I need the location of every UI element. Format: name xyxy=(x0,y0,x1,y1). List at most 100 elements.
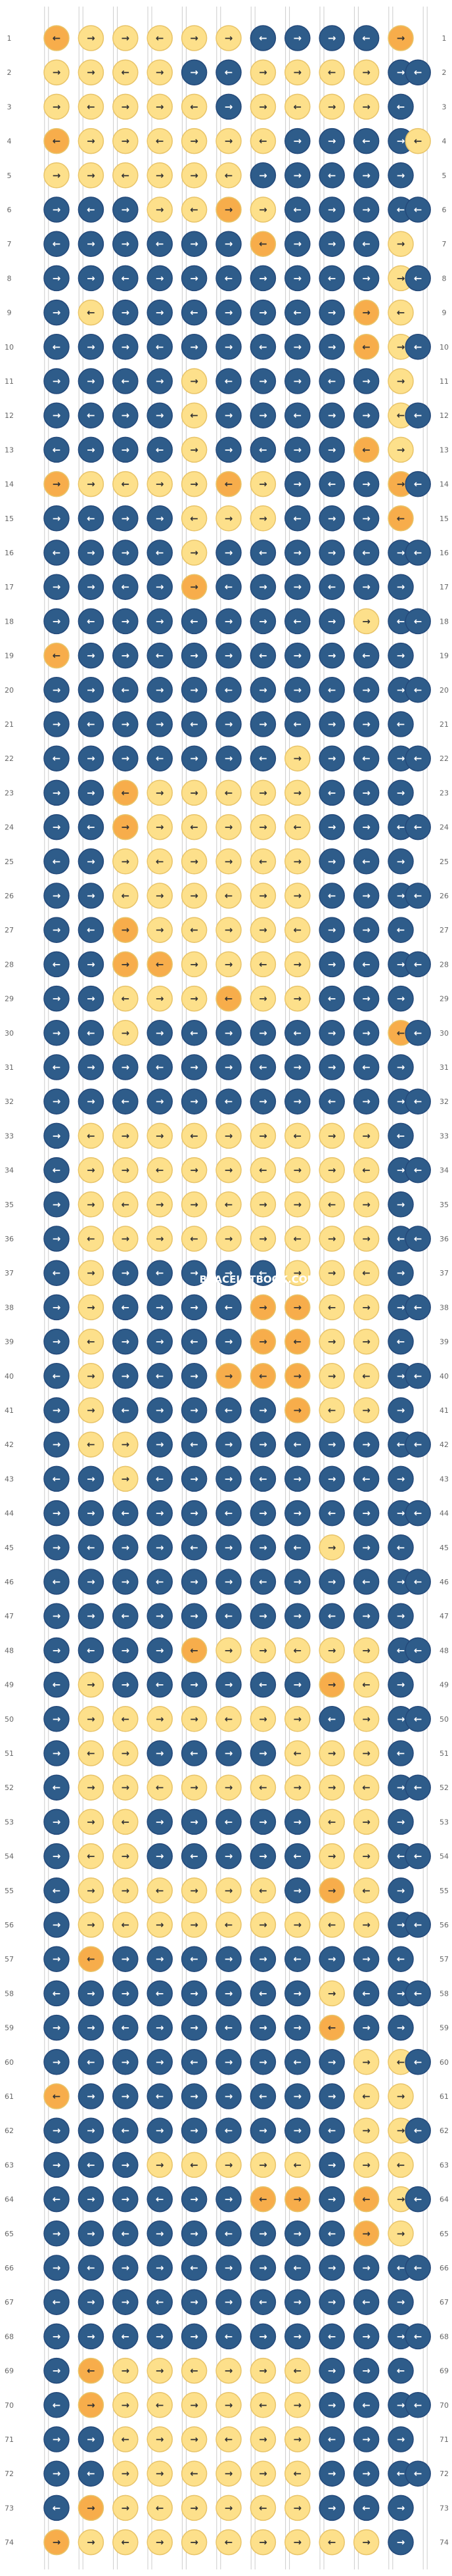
knot-circle xyxy=(353,608,380,635)
knot: ← xyxy=(215,265,242,292)
arrow-right-icon: → xyxy=(225,2159,233,2171)
knot: → xyxy=(319,231,345,257)
knot-circle xyxy=(112,196,139,223)
knot: ← xyxy=(388,1534,414,1561)
knot-circle xyxy=(353,59,380,85)
knot: → xyxy=(43,505,70,532)
knot: ← xyxy=(353,1363,380,1389)
knot-circle xyxy=(353,402,380,428)
knot: ← xyxy=(43,745,70,771)
arrow-left-icon: ← xyxy=(156,1987,164,1999)
arrow-right-icon: → xyxy=(53,1027,61,1039)
arrow-left-icon: ← xyxy=(362,2399,371,2411)
knot-circle xyxy=(250,677,277,703)
arrow-right-icon: → xyxy=(362,2022,371,2034)
knot: ← xyxy=(78,2255,104,2281)
arrow-right-icon: → xyxy=(328,2399,336,2411)
knot: → xyxy=(215,1980,242,2007)
arrow-right-icon: → xyxy=(122,307,130,319)
knot-circle xyxy=(181,745,208,771)
arrow-right-icon: → xyxy=(156,2537,164,2548)
knot: → xyxy=(181,642,208,669)
arrow-right-icon: → xyxy=(190,787,198,798)
knot: → xyxy=(250,2255,277,2281)
knot-circle xyxy=(112,436,139,463)
arrow-left-icon: ← xyxy=(414,958,422,970)
arrow-left-icon: ← xyxy=(362,547,371,559)
knot: ← xyxy=(250,1774,277,1801)
knot: → xyxy=(43,93,70,120)
knot: → xyxy=(319,1774,345,1801)
arrow-left-icon: ← xyxy=(328,1199,336,1210)
knot: → xyxy=(319,1054,345,1080)
arrow-right-icon: → xyxy=(87,1919,95,1931)
arrow-right-icon: → xyxy=(328,2262,336,2274)
knot: → xyxy=(319,2357,345,2384)
row-number: 53 xyxy=(440,1818,449,1826)
arrow-right-icon: → xyxy=(397,2502,405,2514)
knot: → xyxy=(388,231,414,257)
knot-circle xyxy=(147,265,173,292)
row-number: 72 xyxy=(440,2470,449,2478)
knot-circle xyxy=(78,436,104,463)
knot: → xyxy=(284,1569,311,1595)
arrow-left-icon: ← xyxy=(259,1164,267,1176)
knot-circle xyxy=(43,711,70,737)
knot: ← xyxy=(112,1191,139,1218)
knot: → xyxy=(353,1534,380,1561)
arrow-right-icon: → xyxy=(87,1816,95,1828)
knot: ← xyxy=(147,540,173,566)
arrow-right-icon: → xyxy=(328,856,336,867)
knot: → xyxy=(388,2426,414,2452)
knot: → xyxy=(112,231,139,257)
knot: → xyxy=(353,2255,380,2281)
knot: → xyxy=(353,1500,380,1527)
knot: → xyxy=(215,231,242,257)
row-number: 56 xyxy=(5,1921,14,1929)
arrow-right-icon: → xyxy=(225,547,233,559)
knot: ← xyxy=(78,1226,104,1252)
knot: → xyxy=(319,1020,345,1046)
arrow-right-icon: → xyxy=(122,444,130,455)
knot: → xyxy=(78,1980,104,2007)
knot: → xyxy=(112,1534,139,1561)
knot: → xyxy=(78,2014,104,2041)
knot: ← xyxy=(112,677,139,703)
knot: → xyxy=(388,2014,414,2041)
knot: → xyxy=(319,1328,345,1355)
arrow-right-icon: → xyxy=(259,375,267,387)
knot: → xyxy=(353,162,380,189)
knot: ← xyxy=(405,196,431,223)
row-number: 43 xyxy=(5,1475,14,1483)
arrow-left-icon: ← xyxy=(294,204,302,216)
knot: → xyxy=(388,1603,414,1629)
arrow-right-icon: → xyxy=(259,787,267,798)
arrow-left-icon: ← xyxy=(53,1061,61,1073)
arrow-right-icon: → xyxy=(294,2537,302,2548)
arrow-right-icon: → xyxy=(87,135,95,147)
knot-circle xyxy=(284,402,311,428)
row-number: 60 xyxy=(5,2058,14,2067)
row-number: 47 xyxy=(440,1612,449,1621)
row-number: 51 xyxy=(5,1749,14,1758)
knot: → xyxy=(147,1706,173,1732)
knot: ← xyxy=(319,162,345,189)
knot-circle xyxy=(112,745,139,771)
knot: → xyxy=(250,1431,277,1458)
row-number: 37 xyxy=(5,1269,14,1277)
knot: → xyxy=(250,1706,277,1732)
knot: → xyxy=(215,1877,242,1904)
arrow-left-icon: ← xyxy=(53,444,61,455)
arrow-right-icon: → xyxy=(122,1987,130,1999)
arrow-right-icon: → xyxy=(259,1095,267,1107)
row-numbers-right: 1234567891011121314151617181920212223242… xyxy=(440,34,449,2547)
knot: → xyxy=(353,2529,380,2556)
arrow-right-icon: → xyxy=(87,1576,95,1588)
knot: → xyxy=(353,368,380,394)
arrow-right-icon: → xyxy=(122,1438,130,1450)
knot-circle xyxy=(250,883,277,909)
arrow-left-icon: ← xyxy=(190,2365,198,2377)
knot: ← xyxy=(215,779,242,806)
row-number: 38 xyxy=(5,1303,14,1312)
arrow-left-icon: ← xyxy=(87,2365,95,2377)
